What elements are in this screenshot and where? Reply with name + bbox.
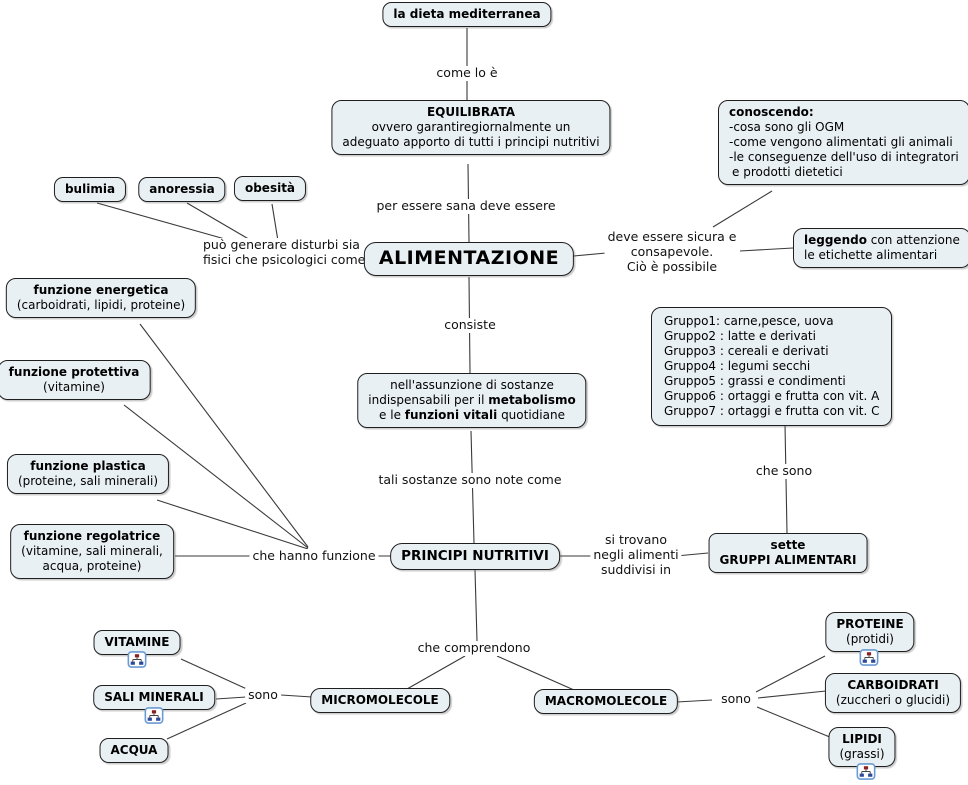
link-label-che-comprendono[interactable]: che comprendono: [414, 640, 534, 656]
link-label-come-lo-e[interactable]: come lo è: [433, 65, 501, 81]
node-subtitle: (proteine, sali minerali): [17, 474, 159, 488]
linked-map-icon[interactable]: [144, 707, 164, 724]
link-label-si-trovano[interactable]: si trovano negli alimenti suddivisi in: [590, 532, 682, 578]
node-title: CARBOIDRATI: [847, 678, 939, 692]
node-title: PROTEINE: [836, 617, 904, 631]
link-label-consiste[interactable]: consiste: [441, 317, 499, 333]
node-body-line: adeguato apporto di tutti i principi nut…: [342, 135, 600, 149]
node-title: funzione regolatrice: [23, 529, 161, 543]
node-funzione-regolatrice[interactable]: funzione regolatrice (vitamine, sali min…: [10, 524, 174, 579]
node-body-line: nell'assunzione di sostanze: [390, 378, 554, 392]
node-subtitle: (zuccheri o glucidi): [835, 693, 951, 707]
link-label-per-essere-sana[interactable]: per essere sana deve essere: [373, 198, 559, 214]
node-body-line: -le conseguenze dell'uso di integratori: [729, 150, 959, 164]
node-title: funzione energetica: [33, 283, 169, 297]
node-equilibrata[interactable]: EQUILIBRATA ovvero garantiregiornalmente…: [331, 100, 611, 155]
node-body-line: ovvero garantiregiornalmente un: [371, 120, 571, 134]
gruppo-list-item: Gruppo4 : legumi secchi: [664, 359, 811, 373]
link-label-che-hanno-funzione[interactable]: che hanno funzione: [249, 548, 379, 564]
node-title: ALIMENTAZIONE: [378, 247, 560, 269]
gruppo-list-item: Gruppo7 : ortaggi e frutta con vit. C: [664, 404, 880, 418]
node-lipidi[interactable]: LIPIDI (grassi): [828, 727, 896, 767]
node-title: LIPIDI: [842, 732, 882, 746]
node-title: EQUILIBRATA: [426, 105, 515, 119]
node-macromolecole[interactable]: MACROMOLECOLE: [533, 689, 679, 714]
node-title: bulimia: [64, 182, 116, 196]
node-bulimia[interactable]: bulimia: [53, 177, 127, 202]
node-dieta-mediterranea[interactable]: la dieta mediterranea: [382, 2, 552, 27]
node-title: obesità: [244, 181, 296, 195]
node-title: funzione protettiva: [8, 365, 140, 379]
link-label-sono-right[interactable]: sono: [718, 691, 754, 707]
node-alimentazione[interactable]: ALIMENTAZIONE: [363, 242, 575, 276]
node-title: MICROMOLECOLE: [321, 693, 439, 707]
node-carboidrati[interactable]: CARBOIDRATI (zuccheri o glucidi): [824, 673, 962, 713]
node-subtitle: (vitamine): [43, 380, 105, 394]
node-title: MACROMOLECOLE: [544, 694, 668, 708]
node-title: la dieta mediterranea: [393, 7, 541, 21]
node-funzione-protettiva[interactable]: funzione protettiva (vitamine): [0, 360, 151, 400]
linked-map-icon[interactable]: [859, 649, 879, 666]
linked-map-icon[interactable]: [856, 763, 876, 780]
node-micromolecole[interactable]: MICROMOLECOLE: [310, 688, 450, 713]
node-proteine[interactable]: PROTEINE (protidi): [825, 612, 915, 652]
node-gruppi-elenco[interactable]: Gruppo1: carne,pesce, uova Gruppo2 : lat…: [651, 307, 893, 426]
node-subtitle: (protidi): [846, 632, 894, 646]
node-funzione-energetica[interactable]: funzione energetica (carboidrati, lipidi…: [5, 278, 197, 318]
gruppo-list-item: Gruppo5 : grassi e condimenti: [664, 374, 846, 388]
link-label-deve-essere-sicura[interactable]: deve essere sicura e consapevole. Ciò è …: [604, 229, 740, 275]
linked-map-icon[interactable]: [127, 651, 147, 668]
link-label-che-sono[interactable]: che sono: [752, 463, 816, 479]
node-title: sette: [770, 538, 806, 552]
node-body-line: le etichette alimentari: [804, 248, 938, 262]
gruppo-list-item: Gruppo2 : latte e derivati: [664, 329, 816, 343]
link-label-puo-generare[interactable]: può generare disturbi sia fisici che psi…: [200, 237, 369, 268]
node-sali-minerali[interactable]: SALI MINERALI: [93, 685, 215, 710]
node-body-line: -come vengono alimentati gli animali: [729, 135, 953, 149]
node-conoscendo[interactable]: conoscendo: -cosa sono gli OGM -come ven…: [718, 100, 968, 185]
node-sette-gruppi-alimentari[interactable]: sette GRUPPI ALIMENTARI: [708, 533, 868, 573]
node-anoressia[interactable]: anoressia: [138, 177, 226, 202]
node-body-line: indispensabili per il metabolismo: [368, 393, 576, 407]
node-subtitle: acqua, proteine): [42, 559, 142, 573]
node-vitamine[interactable]: VITAMINE: [93, 630, 181, 655]
link-label-tali-sostanze[interactable]: tali sostanze sono note come: [375, 472, 565, 488]
node-subtitle: (grassi): [839, 747, 885, 761]
node-subtitle: (carboidrati, lipidi, proteine): [16, 298, 186, 312]
node-title: conoscendo:: [729, 105, 814, 119]
gruppo-list-item: Gruppo6 : ortaggi e frutta con vit. A: [664, 389, 880, 403]
node-body-line: -cosa sono gli OGM: [729, 120, 845, 134]
node-body-line: e prodotti dietetici: [732, 165, 843, 179]
link-label-sono-left[interactable]: sono: [245, 687, 281, 703]
node-obesita[interactable]: obesità: [233, 176, 307, 201]
node-title: PRINCIPI NUTRITIVI: [401, 548, 549, 564]
node-title: ACQUA: [110, 743, 158, 757]
gruppo-list-item: Gruppo3 : cereali e derivati: [664, 344, 829, 358]
node-title: funzione plastica: [30, 459, 146, 473]
node-title: VITAMINE: [104, 635, 170, 649]
node-funzione-plastica[interactable]: funzione plastica (proteine, sali minera…: [6, 454, 170, 494]
node-acqua[interactable]: ACQUA: [99, 738, 169, 763]
node-principi-nutritivi[interactable]: PRINCIPI NUTRITIVI: [390, 543, 560, 570]
node-title: SALI MINERALI: [104, 690, 204, 704]
node-title: anoressia: [149, 182, 215, 196]
node-title: GRUPPI ALIMENTARI: [719, 553, 857, 567]
node-assunzione-sostanze[interactable]: nell'assunzione di sostanze indispensabi…: [357, 373, 587, 428]
node-leggendo[interactable]: leggendo con attenzione le etichette ali…: [793, 228, 968, 268]
node-subtitle: (vitamine, sali minerali,: [21, 544, 163, 558]
node-body-line: leggendo con attenzione: [804, 233, 960, 247]
node-body-line: e le funzioni vitali quotidiane: [379, 408, 565, 422]
gruppo-list-item: Gruppo1: carne,pesce, uova: [664, 314, 834, 328]
